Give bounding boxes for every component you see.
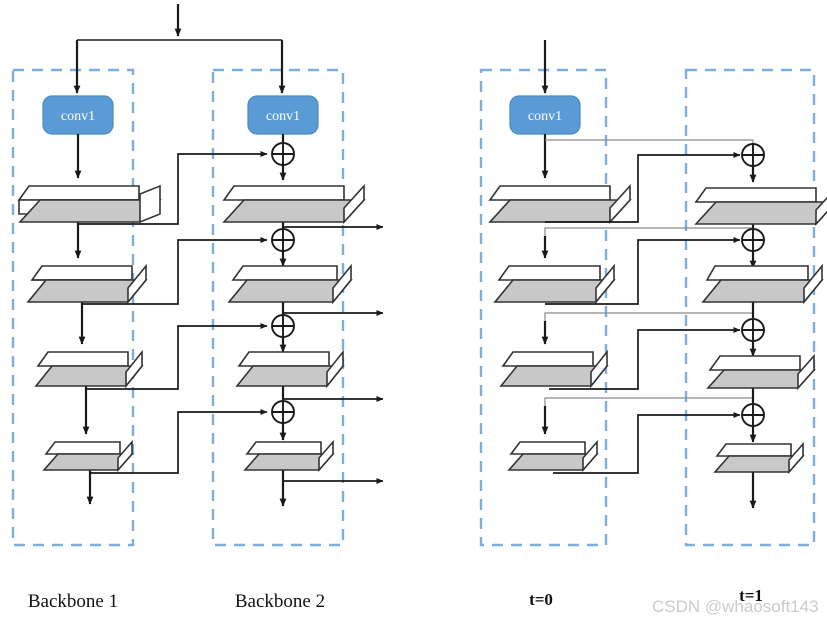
watermark: CSDN @whaosoft143 — [652, 597, 819, 616]
b1-slab-4 — [42, 439, 134, 473]
panel-box-backbone-1 — [11, 68, 135, 547]
skip-2 — [82, 237, 268, 305]
left-group: conv1 conv1 — [17, 4, 384, 507]
t0-slab-4 — [507, 439, 599, 473]
t0-slab-3 — [499, 349, 609, 389]
add-node-b2-1 — [271, 142, 295, 166]
add-node-t1-3 — [741, 318, 765, 342]
panel-boxes — [11, 68, 816, 547]
b1-slab-3 — [34, 349, 144, 389]
t1-slab-1 — [694, 187, 827, 227]
add-nodes-left — [271, 142, 295, 424]
conv1-label-t0: conv1 — [528, 109, 562, 124]
b1-slab-2 — [26, 263, 148, 305]
skip-links-right — [545, 152, 741, 474]
skip-links-left — [78, 151, 268, 474]
add-node-t1-2 — [741, 228, 765, 252]
t1-slab-2 — [701, 263, 824, 305]
conv1-label-b1: conv1 — [61, 109, 95, 124]
captions: Backbone 1 Backbone 2 t=0 t=1 — [28, 586, 763, 612]
skip-1 — [78, 151, 268, 225]
add-node-b2-4 — [271, 400, 295, 424]
skip-4 — [90, 409, 268, 474]
caption-t0: t=0 — [529, 590, 553, 609]
skip-3 — [86, 323, 268, 390]
skip-t-3 — [549, 327, 741, 390]
b1-slab-1 — [17, 184, 162, 224]
b2-slab-2 — [227, 263, 353, 305]
outputs-left — [283, 224, 384, 484]
conv1-backbone-1[interactable]: conv1 — [42, 95, 114, 135]
panel-box-backbone-2 — [211, 68, 345, 547]
t1-slab-3 — [706, 353, 816, 391]
add-node-t1-4 — [741, 403, 765, 427]
recurrent-2 — [544, 312, 753, 321]
recurrent-1 — [544, 227, 753, 236]
right-group: conv1 — [488, 40, 827, 509]
add-nodes-right — [741, 143, 765, 427]
conv1-t0[interactable]: conv1 — [509, 95, 581, 135]
caption-t1: t=1 — [739, 586, 763, 605]
caption-backbone-1: Backbone 1 — [28, 591, 118, 612]
conv1-label-b2: conv1 — [266, 109, 300, 124]
add-node-b2-2 — [271, 228, 295, 252]
skip-t-4 — [553, 412, 741, 474]
input-split-left — [73, 4, 286, 94]
add-node-t1-1 — [741, 143, 765, 167]
caption-backbone-2: Backbone 2 — [235, 591, 325, 612]
watermark-text: CSDN @whaosoft143 — [652, 597, 819, 616]
t0-slab-2 — [493, 263, 616, 305]
panel-box-t0 — [479, 68, 608, 547]
t1-slab-4 — [713, 441, 805, 475]
skip-t-2 — [545, 237, 741, 305]
b2-slab-4 — [243, 439, 335, 473]
add-node-b2-3 — [271, 314, 295, 338]
b2-slab-1 — [222, 183, 366, 225]
b2-slab-3 — [235, 349, 345, 389]
t0-slab-1 — [488, 183, 632, 225]
backbone1-spine — [74, 134, 94, 505]
conv1-backbone-2[interactable]: conv1 — [247, 95, 319, 135]
panel-box-t1 — [684, 68, 816, 547]
skip-t-1 — [545, 152, 741, 223]
recurrent-3 — [544, 397, 753, 406]
